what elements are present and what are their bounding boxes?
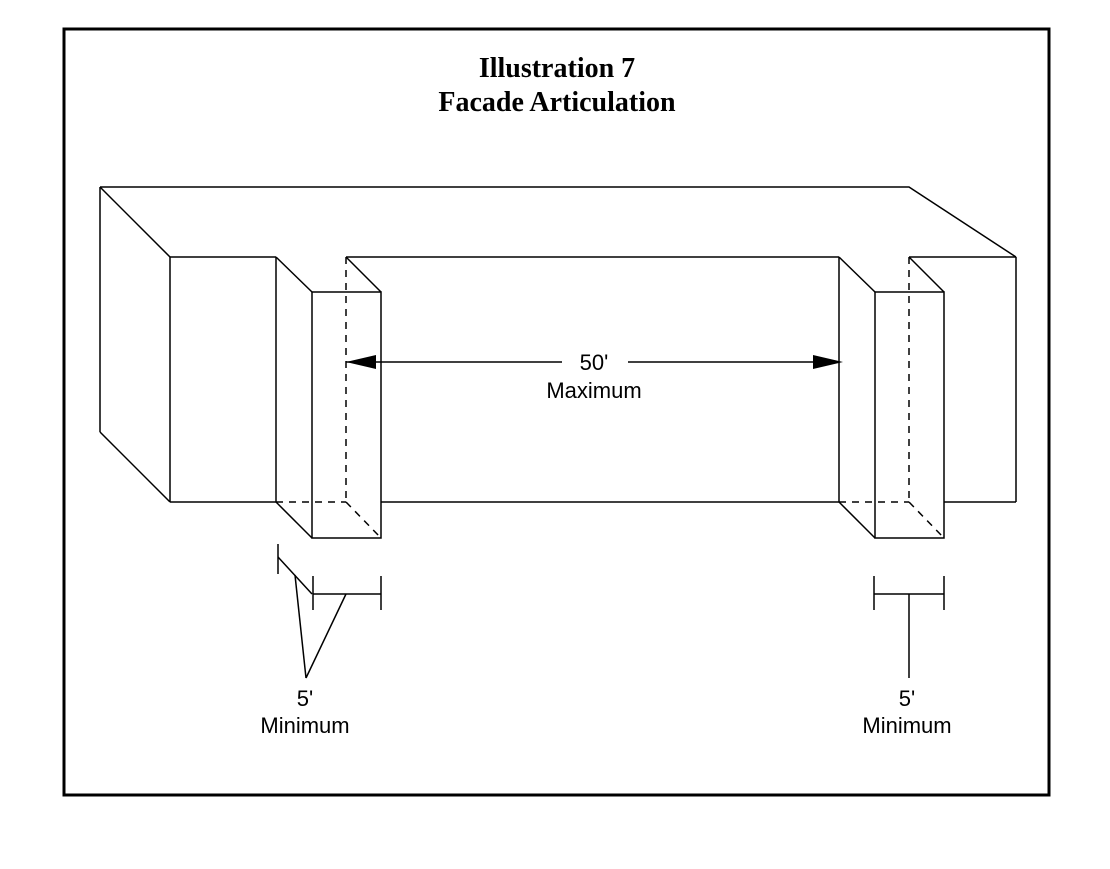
span-arrow-left-icon <box>346 355 376 369</box>
right-recess-hidden-diagonal <box>908 501 945 539</box>
span-dimension-value: 50' <box>580 350 609 375</box>
left-recess-back-diagonal <box>345 256 382 293</box>
left-offset-leader-b <box>305 593 347 679</box>
left-offset-leader-a <box>294 574 307 679</box>
span-arrow-right-icon <box>813 355 843 369</box>
left-offset-dimension: 5' Minimum <box>260 544 382 738</box>
right-offset-dimension: 5' Minimum <box>862 576 952 738</box>
span-dimension: 50' Maximum <box>346 350 843 403</box>
right-recess-back-diagonal <box>908 256 945 293</box>
span-dimension-label: Maximum <box>546 378 641 403</box>
left-recess-front-face <box>311 291 382 539</box>
figure-subtitle: Facade Articulation <box>438 87 676 118</box>
right-recess-front-face <box>874 291 945 539</box>
right-offset-value: 5' <box>899 686 915 711</box>
right-recess-top-diagonal <box>838 256 876 293</box>
left-offset-value: 5' <box>297 686 313 711</box>
right-offset-label: Minimum <box>862 713 951 738</box>
right-recess-bottom-diagonal <box>838 501 876 539</box>
left-offset-label: Minimum <box>260 713 349 738</box>
roof-left-diagonal <box>99 186 171 258</box>
figure-frame <box>62 27 1051 797</box>
roof-back-edge <box>100 186 1017 258</box>
left-recess-top-diagonal <box>275 256 313 293</box>
figure-title: Illustration 7 <box>479 53 635 84</box>
left-recess-bottom-diagonal <box>275 501 313 539</box>
left-recess-hidden-diagonal <box>345 501 382 539</box>
left-end-bottom-edge <box>99 431 171 503</box>
building-outline <box>99 186 1017 539</box>
